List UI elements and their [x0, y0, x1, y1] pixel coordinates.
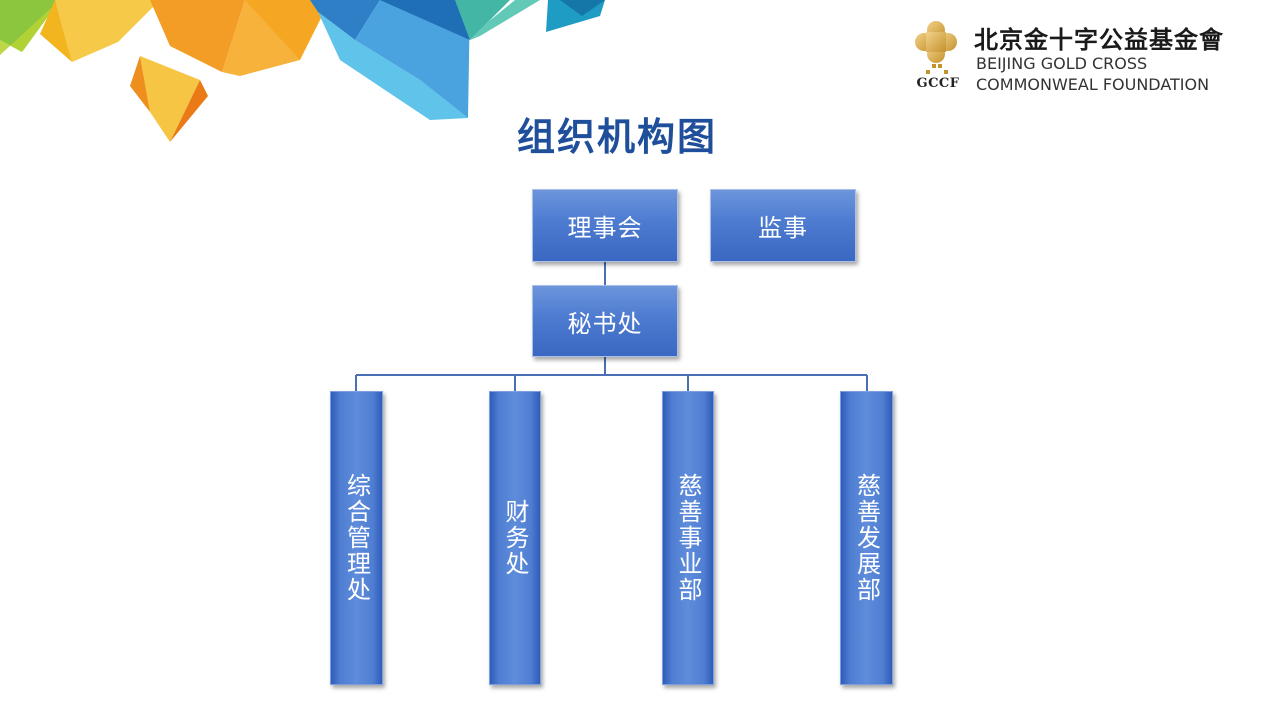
- department-4-label: 慈善发展部: [852, 473, 881, 603]
- logo-name-english-line2: COMMONWEAL FOUNDATION: [976, 75, 1210, 94]
- logo-abbreviation: GCCF: [916, 76, 960, 91]
- logo-name-chinese: 北京金十字公益基金會: [974, 25, 1224, 54]
- org-box-council: 理事会: [532, 189, 678, 262]
- org-box-department-2: 财务处: [489, 391, 541, 685]
- decorative-polygons: [0, 0, 605, 142]
- org-box-supervisor-label: 监事: [758, 214, 808, 242]
- org-box-department-1: 综合管理处: [330, 391, 383, 685]
- gold-cross-icon: [915, 21, 957, 74]
- page-title: 组织机构图: [516, 115, 717, 159]
- org-box-supervisor: 监事: [710, 189, 856, 262]
- org-box-department-4: 慈善发展部: [840, 391, 893, 685]
- department-3-label: 慈善事业部: [674, 473, 702, 603]
- logo-name-english-line1: BEIJING GOLD CROSS: [976, 54, 1148, 73]
- org-box-department-3: 慈善事业部: [662, 391, 714, 685]
- org-box-secretariat: 秘书处: [532, 285, 678, 357]
- department-2-label: 财务处: [501, 499, 529, 577]
- org-box-secretariat-label: 秘书处: [567, 309, 643, 338]
- foundation-logo: GCCF 北京金十字公益基金會 BEIJING GOLD CROSS COMMO…: [908, 14, 1248, 100]
- org-box-council-label: 理事会: [567, 214, 643, 242]
- department-1-label: 综合管理处: [342, 473, 371, 603]
